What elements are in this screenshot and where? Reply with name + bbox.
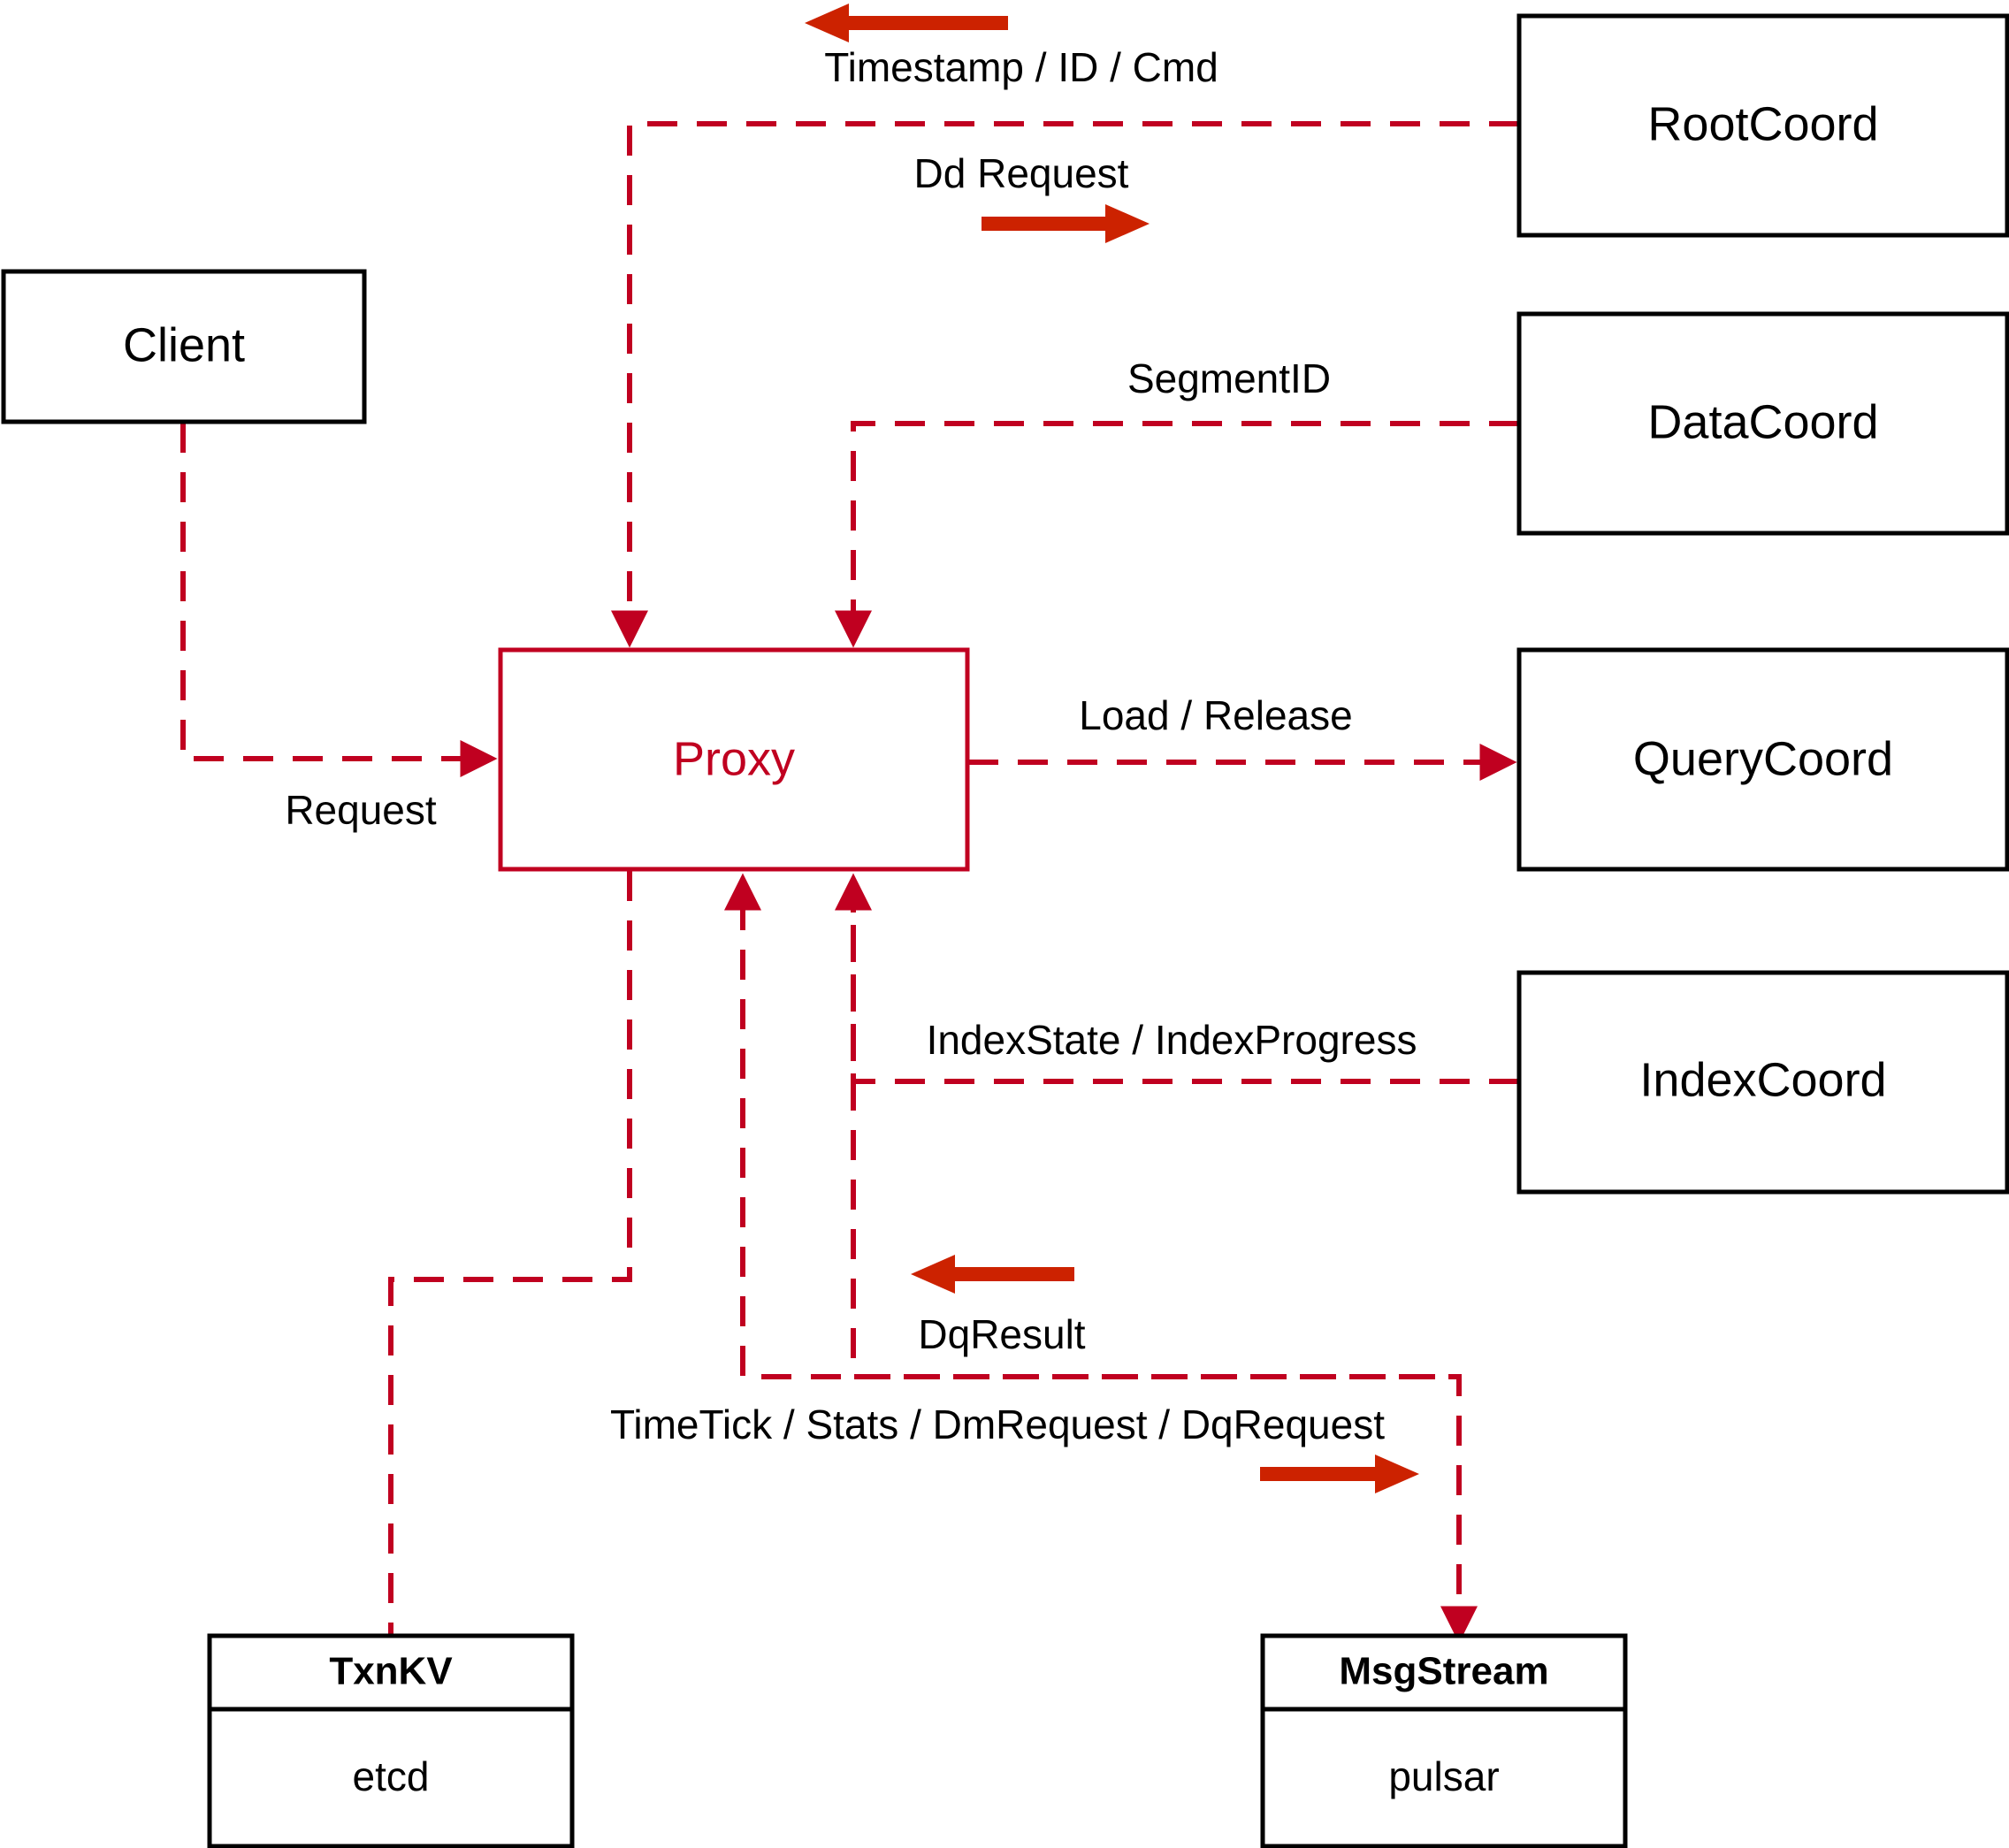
- node-txnkv-impl: etcd: [353, 1753, 430, 1799]
- node-proxy[interactable]: Proxy: [498, 647, 970, 872]
- edge-label-index-state-progress: IndexState / IndexProgress: [927, 1017, 1417, 1063]
- node-msgstream-impl: pulsar: [1388, 1753, 1499, 1799]
- edge-label-timetick-stats: TimeTick / Stats / DmRequest / DqRequest: [610, 1401, 1385, 1447]
- edge-label-load-release: Load / Release: [1079, 692, 1352, 738]
- node-rootcoord-label: RootCoord: [1647, 97, 1878, 150]
- node-querycoord-label: QueryCoord: [1633, 732, 1893, 785]
- node-rootcoord[interactable]: RootCoord: [1516, 13, 2009, 238]
- edge-label-dq-result: DqResult: [918, 1311, 1085, 1357]
- edge-dq-result: [724, 873, 1435, 1379]
- node-proxy-label: Proxy: [673, 732, 795, 785]
- node-txnkv[interactable]: TxnKV etcd: [207, 1633, 575, 1848]
- edge-segment-id: [835, 421, 1519, 648]
- node-querycoord[interactable]: QueryCoord: [1516, 647, 2009, 872]
- node-client-label: Client: [123, 318, 245, 371]
- direction-arrow-right-dd: [982, 204, 1150, 243]
- node-datacoord[interactable]: DataCoord: [1516, 311, 2009, 536]
- edge-txnkv: [388, 871, 632, 1634]
- edge-label-request: Request: [285, 787, 437, 833]
- node-msgstream[interactable]: MsgStream pulsar: [1260, 1633, 1628, 1848]
- node-indexcoord-label: IndexCoord: [1639, 1053, 1886, 1106]
- edge-timetick-stats: [851, 882, 1478, 1644]
- direction-arrow-right-timetick: [1260, 1455, 1419, 1493]
- node-client[interactable]: Client: [1, 269, 367, 424]
- node-datacoord-label: DataCoord: [1647, 395, 1878, 448]
- direction-arrow-left-dqresult: [911, 1255, 1074, 1294]
- edge-label-dd-request: Dd Request: [914, 150, 1129, 196]
- edge-timestamp-id-cmd: [611, 121, 1519, 648]
- node-txnkv-title: TxnKV: [329, 1650, 453, 1693]
- edge-label-timestamp-id-cmd: Timestamp / ID / Cmd: [824, 44, 1218, 90]
- node-msgstream-title: MsgStream: [1339, 1650, 1548, 1693]
- edge-request: [180, 423, 498, 777]
- node-indexcoord[interactable]: IndexCoord: [1516, 970, 2009, 1195]
- edge-label-segment-id: SegmentID: [1127, 355, 1331, 401]
- direction-arrow-left-top: [805, 4, 1008, 42]
